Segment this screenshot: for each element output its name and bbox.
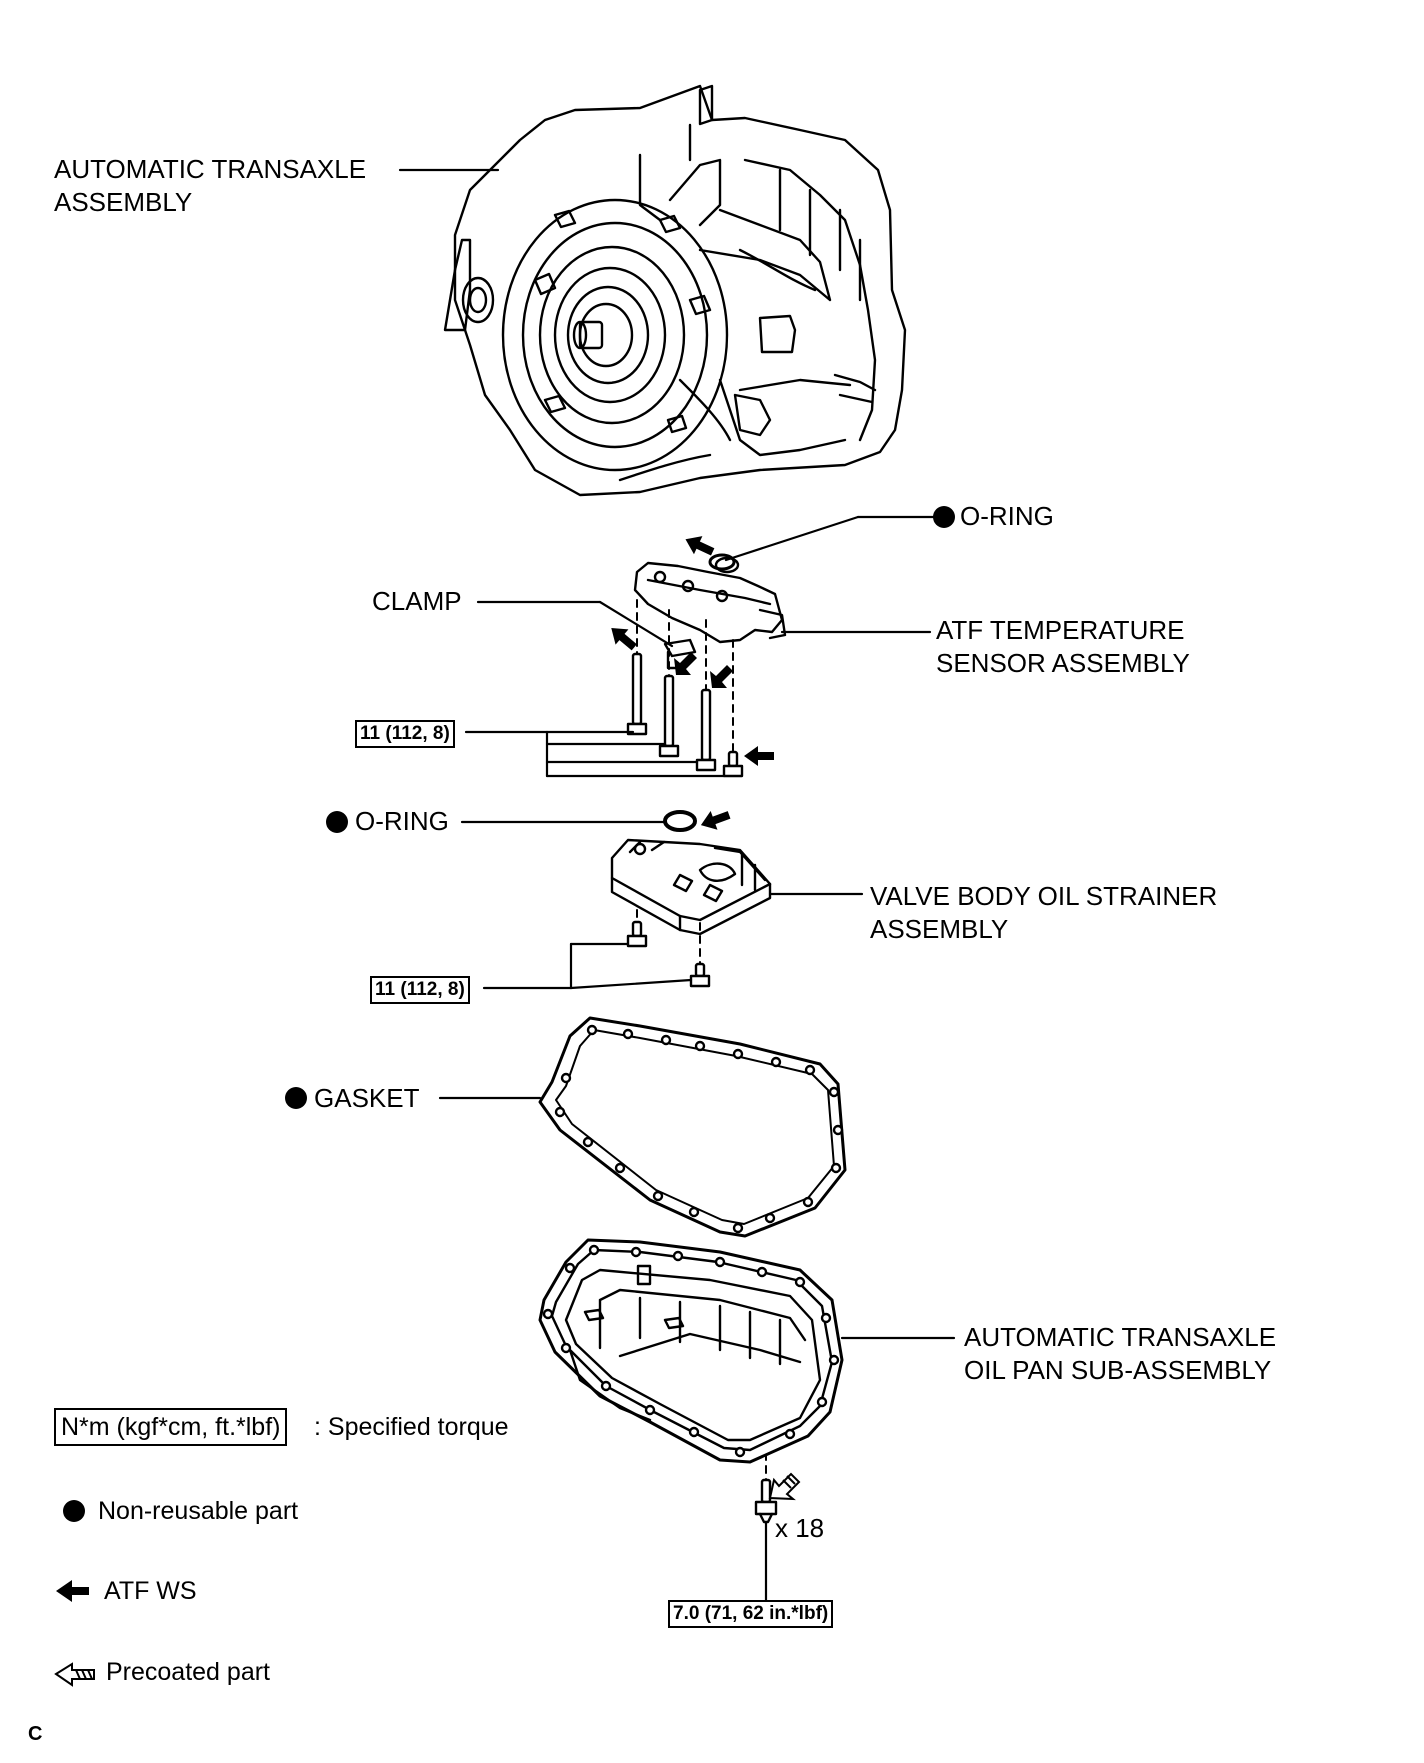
label-bolt-count: x 18 <box>775 1513 825 1543</box>
label-clamp: CLAMP <box>372 586 462 616</box>
sensor-bolts-illustration <box>626 652 744 778</box>
label-valve-body-oil-strainer: VALVE BODY OIL STRAINER ASSEMBLY <box>870 881 1218 944</box>
gasket-illustration <box>538 1016 847 1238</box>
o-ring-middle-illustration <box>663 810 697 832</box>
valve-body-oil-strainer-illustration <box>610 838 772 936</box>
legend-atf-ws-arrow-icon <box>56 1580 89 1602</box>
torque-spec-sensor-bolts: 11 (112, 8) <box>355 720 455 748</box>
transaxle-assembly-illustration <box>443 84 907 497</box>
label-transaxle-assembly: AUTOMATIC TRANSAXLE ASSEMBLY <box>54 154 367 217</box>
oil-pan-illustration <box>538 1238 844 1464</box>
label-oil-pan: AUTOMATIC TRANSAXLE OIL PAN SUB-ASSEMBLY <box>964 1322 1277 1385</box>
legend-torque-desc: : Specified torque <box>314 1413 509 1441</box>
non-reusable-dot-o-ring-top <box>933 506 955 528</box>
legend-precoated-icon <box>54 1662 95 1687</box>
legend-non-reusable: Non-reusable part <box>98 1497 299 1525</box>
oil-pan-bolt-illustration <box>754 1478 778 1524</box>
footer-code: C <box>28 1723 43 1745</box>
torque-spec-strainer-bolts: 11 (112, 8) <box>370 976 470 1004</box>
torque-spec-pan-bolts: 7.0 (71, 62 in.*lbf) <box>668 1600 834 1628</box>
legend-precoated: Precoated part <box>106 1658 270 1686</box>
non-reusable-dot-gasket <box>285 1087 307 1109</box>
label-o-ring-top: O-RING <box>960 501 1054 531</box>
non-reusable-dot-o-ring-middle <box>326 811 348 833</box>
label-atf-temperature-sensor: ATF TEMPERATURE SENSOR ASSEMBLY <box>936 615 1190 678</box>
legend-atf-ws: ATF WS <box>104 1577 197 1605</box>
label-o-ring-middle: O-RING <box>355 806 449 836</box>
legend-non-reusable-dot <box>63 1500 85 1522</box>
precoated-arrow <box>768 1472 801 1501</box>
atf-temperature-sensor-illustration <box>633 556 787 644</box>
strainer-bolts-illustration <box>626 920 711 988</box>
legend-torque-unit-box: N*m (kgf*cm, ft.*lbf) <box>54 1408 288 1446</box>
label-gasket: GASKET <box>314 1083 420 1113</box>
atf-ws-arrows <box>611 536 774 830</box>
o-ring-top-illustration <box>708 553 736 571</box>
